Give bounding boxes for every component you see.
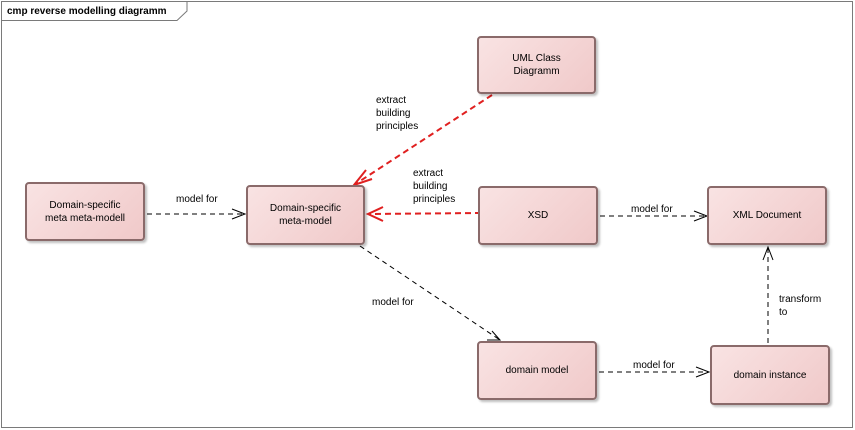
edge-label-xsd-model-for: model for — [631, 204, 673, 215]
node-domain-instance[interactable]: domain instance — [710, 345, 830, 405]
edge-instance-to-xml — [762, 245, 774, 343]
node-domain-model-label: domain model — [505, 365, 569, 376]
edge-label-domain-model-for: model for — [633, 360, 675, 371]
node-uml-class-diagram-label: UML Class Diagramm — [512, 53, 561, 77]
node-xsd[interactable]: XSD — [478, 186, 598, 245]
node-uml-class-diagram[interactable]: UML Class Diagramm — [477, 36, 596, 94]
node-domain-instance-label: domain instance — [733, 369, 807, 381]
edge-meta-model-to-domain-model — [359, 245, 502, 341]
diagram-title-tab: cmp reverse modelling diagramm — [1, 1, 191, 21]
edge-domain-model-to-instance — [599, 366, 711, 378]
node-domain-meta-model[interactable]: Domain-specific meta-model — [246, 185, 365, 245]
edge-metameta-to-meta-model — [147, 208, 247, 220]
node-domain-meta-meta-model-label: Domain-specific meta meta-modell — [44, 199, 126, 224]
node-xml-document-label: XML Document — [732, 210, 802, 221]
edge-label-transform-to: transform to — [779, 294, 822, 318]
diagram-title: cmp reverse modelling diagramm — [7, 6, 167, 17]
edge-label-meta-model-for: model for — [372, 297, 414, 308]
node-xml-document[interactable]: XML Document — [707, 186, 827, 245]
edge-label-xsd-extract: extract building principles — [413, 168, 456, 205]
edge-label-uml-extract: extract building principles — [376, 95, 419, 132]
edge-xsd-to-meta-model — [365, 206, 482, 222]
edge-label-metameta-model-for: model for — [176, 194, 218, 205]
title-tab-shape — [1, 1, 188, 21]
node-domain-meta-meta-model[interactable]: Domain-specific meta meta-modell — [25, 182, 145, 241]
node-xsd-label: XSD — [527, 210, 549, 221]
node-domain-meta-model-label: Domain-specific meta-model — [269, 203, 342, 227]
node-domain-model[interactable]: domain model — [477, 341, 597, 400]
